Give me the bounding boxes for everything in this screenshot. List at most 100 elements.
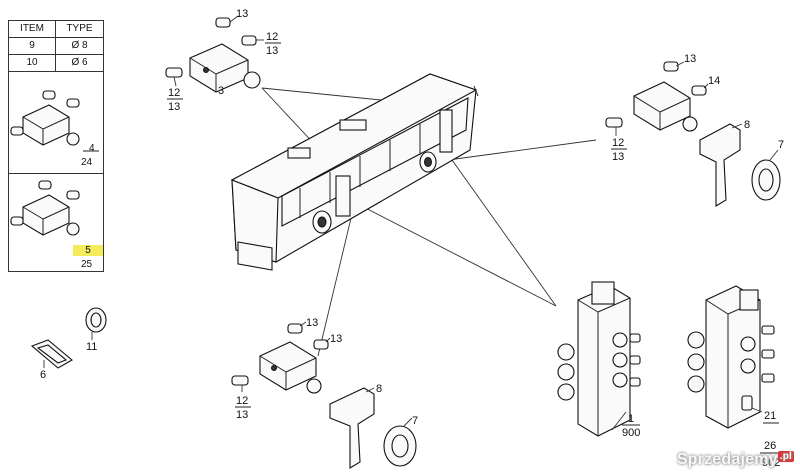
valve-bank-edge [597, 297, 631, 313]
callout-11: 11 [86, 341, 97, 353]
callout-line [325, 337, 331, 343]
callout-902: 902 [762, 457, 780, 469]
callout-line [365, 387, 375, 393]
legend-item: 9 [9, 38, 56, 54]
bus-wheel-hub [317, 216, 327, 228]
bus-roof-hatch [287, 147, 311, 159]
valve-bank-top-block [591, 281, 615, 305]
callout-8-right: 8 [744, 119, 750, 131]
leader-line [349, 199, 557, 307]
valve-housing [633, 81, 691, 131]
bus-front [231, 179, 279, 263]
bus-window-band [281, 97, 469, 227]
callout-13-top: 13 [236, 8, 248, 20]
legend-group-b-bottom: 25 [81, 259, 93, 270]
bracket-8-bottom [329, 387, 375, 469]
callout-line [751, 407, 763, 413]
valve-solenoid [740, 358, 756, 374]
valve-bank-902 [687, 285, 775, 429]
valve-bank-edge [577, 299, 599, 313]
valve-solenoid [612, 352, 628, 368]
elbow-fitting [215, 17, 231, 28]
callout-3: 3 [218, 85, 224, 97]
legend-type: Ø 6 [71, 57, 88, 68]
valve-solenoid [740, 336, 756, 352]
callout-13-bottom-b: 13 [330, 333, 342, 345]
valve-bank-fitting [761, 349, 775, 359]
elbow-fitting [287, 323, 303, 334]
valve-button [243, 71, 261, 89]
legend-header-type: TYPE [66, 23, 93, 34]
valve-bank-edge [705, 299, 729, 315]
valve-solenoid [687, 375, 705, 393]
callout-12-left: 12 [168, 87, 180, 99]
legend-type: Ø 8 [71, 40, 88, 51]
callout-13-right: 13 [684, 53, 696, 65]
valve-solenoid [557, 383, 575, 401]
legend-valve-variant-a [10, 90, 99, 152]
valve-assembly-right [605, 61, 781, 207]
watermark-text: Sprzedajemy [676, 451, 778, 468]
callout-line [229, 15, 239, 23]
legend-header-row: ITEM TYPE [9, 21, 103, 38]
elbow-fitting [313, 339, 329, 350]
valve-edge [189, 57, 217, 75]
valve-bank-fitting [629, 355, 641, 365]
valve-edge [633, 95, 661, 113]
valve-bank-body [705, 285, 761, 429]
valve-edge [215, 59, 249, 75]
elbow-fitting [663, 61, 679, 72]
valve-bank-fitting [761, 373, 775, 383]
callout-13-bottom-c: 13 [236, 409, 248, 421]
bus-roof-hatch [339, 119, 367, 131]
callout-line [173, 76, 177, 87]
leader-line [451, 159, 557, 307]
valve-solenoid [557, 343, 575, 361]
bracket-8-right [699, 123, 741, 207]
valve-edge [659, 97, 691, 113]
valve-button [306, 378, 322, 394]
valve-solenoid [557, 363, 575, 381]
callout-7-right: 7 [778, 139, 784, 151]
callout-900: 900 [622, 427, 640, 439]
watermark-logo: Sprzedajemy.pl [677, 451, 794, 469]
bus-door [335, 175, 351, 217]
valve-solenoid [687, 353, 705, 371]
callout-line [611, 411, 627, 431]
legend-group-a-bottom: 24 [81, 157, 93, 168]
valve-bank-fitting [629, 333, 641, 343]
callout-12-bottom: 12 [236, 395, 248, 407]
legend-divider [9, 173, 103, 174]
callout-12-top: 12 [266, 31, 278, 43]
legend-valve-variant-b [10, 180, 80, 236]
callout-line [769, 149, 779, 161]
valve-button [682, 116, 698, 132]
callout-13-left: 13 [168, 101, 180, 113]
callout-line [403, 417, 413, 427]
elbow-fitting [231, 375, 249, 386]
valve-solenoid [687, 331, 705, 349]
callout-line [299, 321, 307, 327]
tee-fitting [691, 85, 707, 96]
bus-door [439, 109, 453, 153]
callout-14-right: 14 [708, 75, 720, 87]
bus-wheel-hub [424, 157, 432, 167]
loose-parts-left [30, 307, 107, 369]
callout-13-right-b: 13 [612, 151, 624, 163]
callout-line [731, 123, 743, 129]
valve-housing [259, 341, 317, 391]
grommet-11-inner [90, 312, 102, 328]
valve-bank-900 [557, 281, 641, 437]
legend-row: 9 Ø 8 [9, 38, 103, 55]
callout-8-bottom: 8 [376, 383, 382, 395]
valve-bank-fitting [761, 325, 775, 335]
leader-line [317, 213, 353, 357]
bus-illustration [230, 73, 479, 271]
callout-26: 26 [764, 440, 776, 452]
bus-mirror [473, 85, 479, 97]
leader-line [447, 139, 597, 161]
callout-12-right: 12 [612, 137, 624, 149]
gasket-6-inner [36, 344, 68, 364]
callout-13-top-b: 13 [266, 45, 278, 57]
callout-6: 6 [40, 369, 46, 381]
